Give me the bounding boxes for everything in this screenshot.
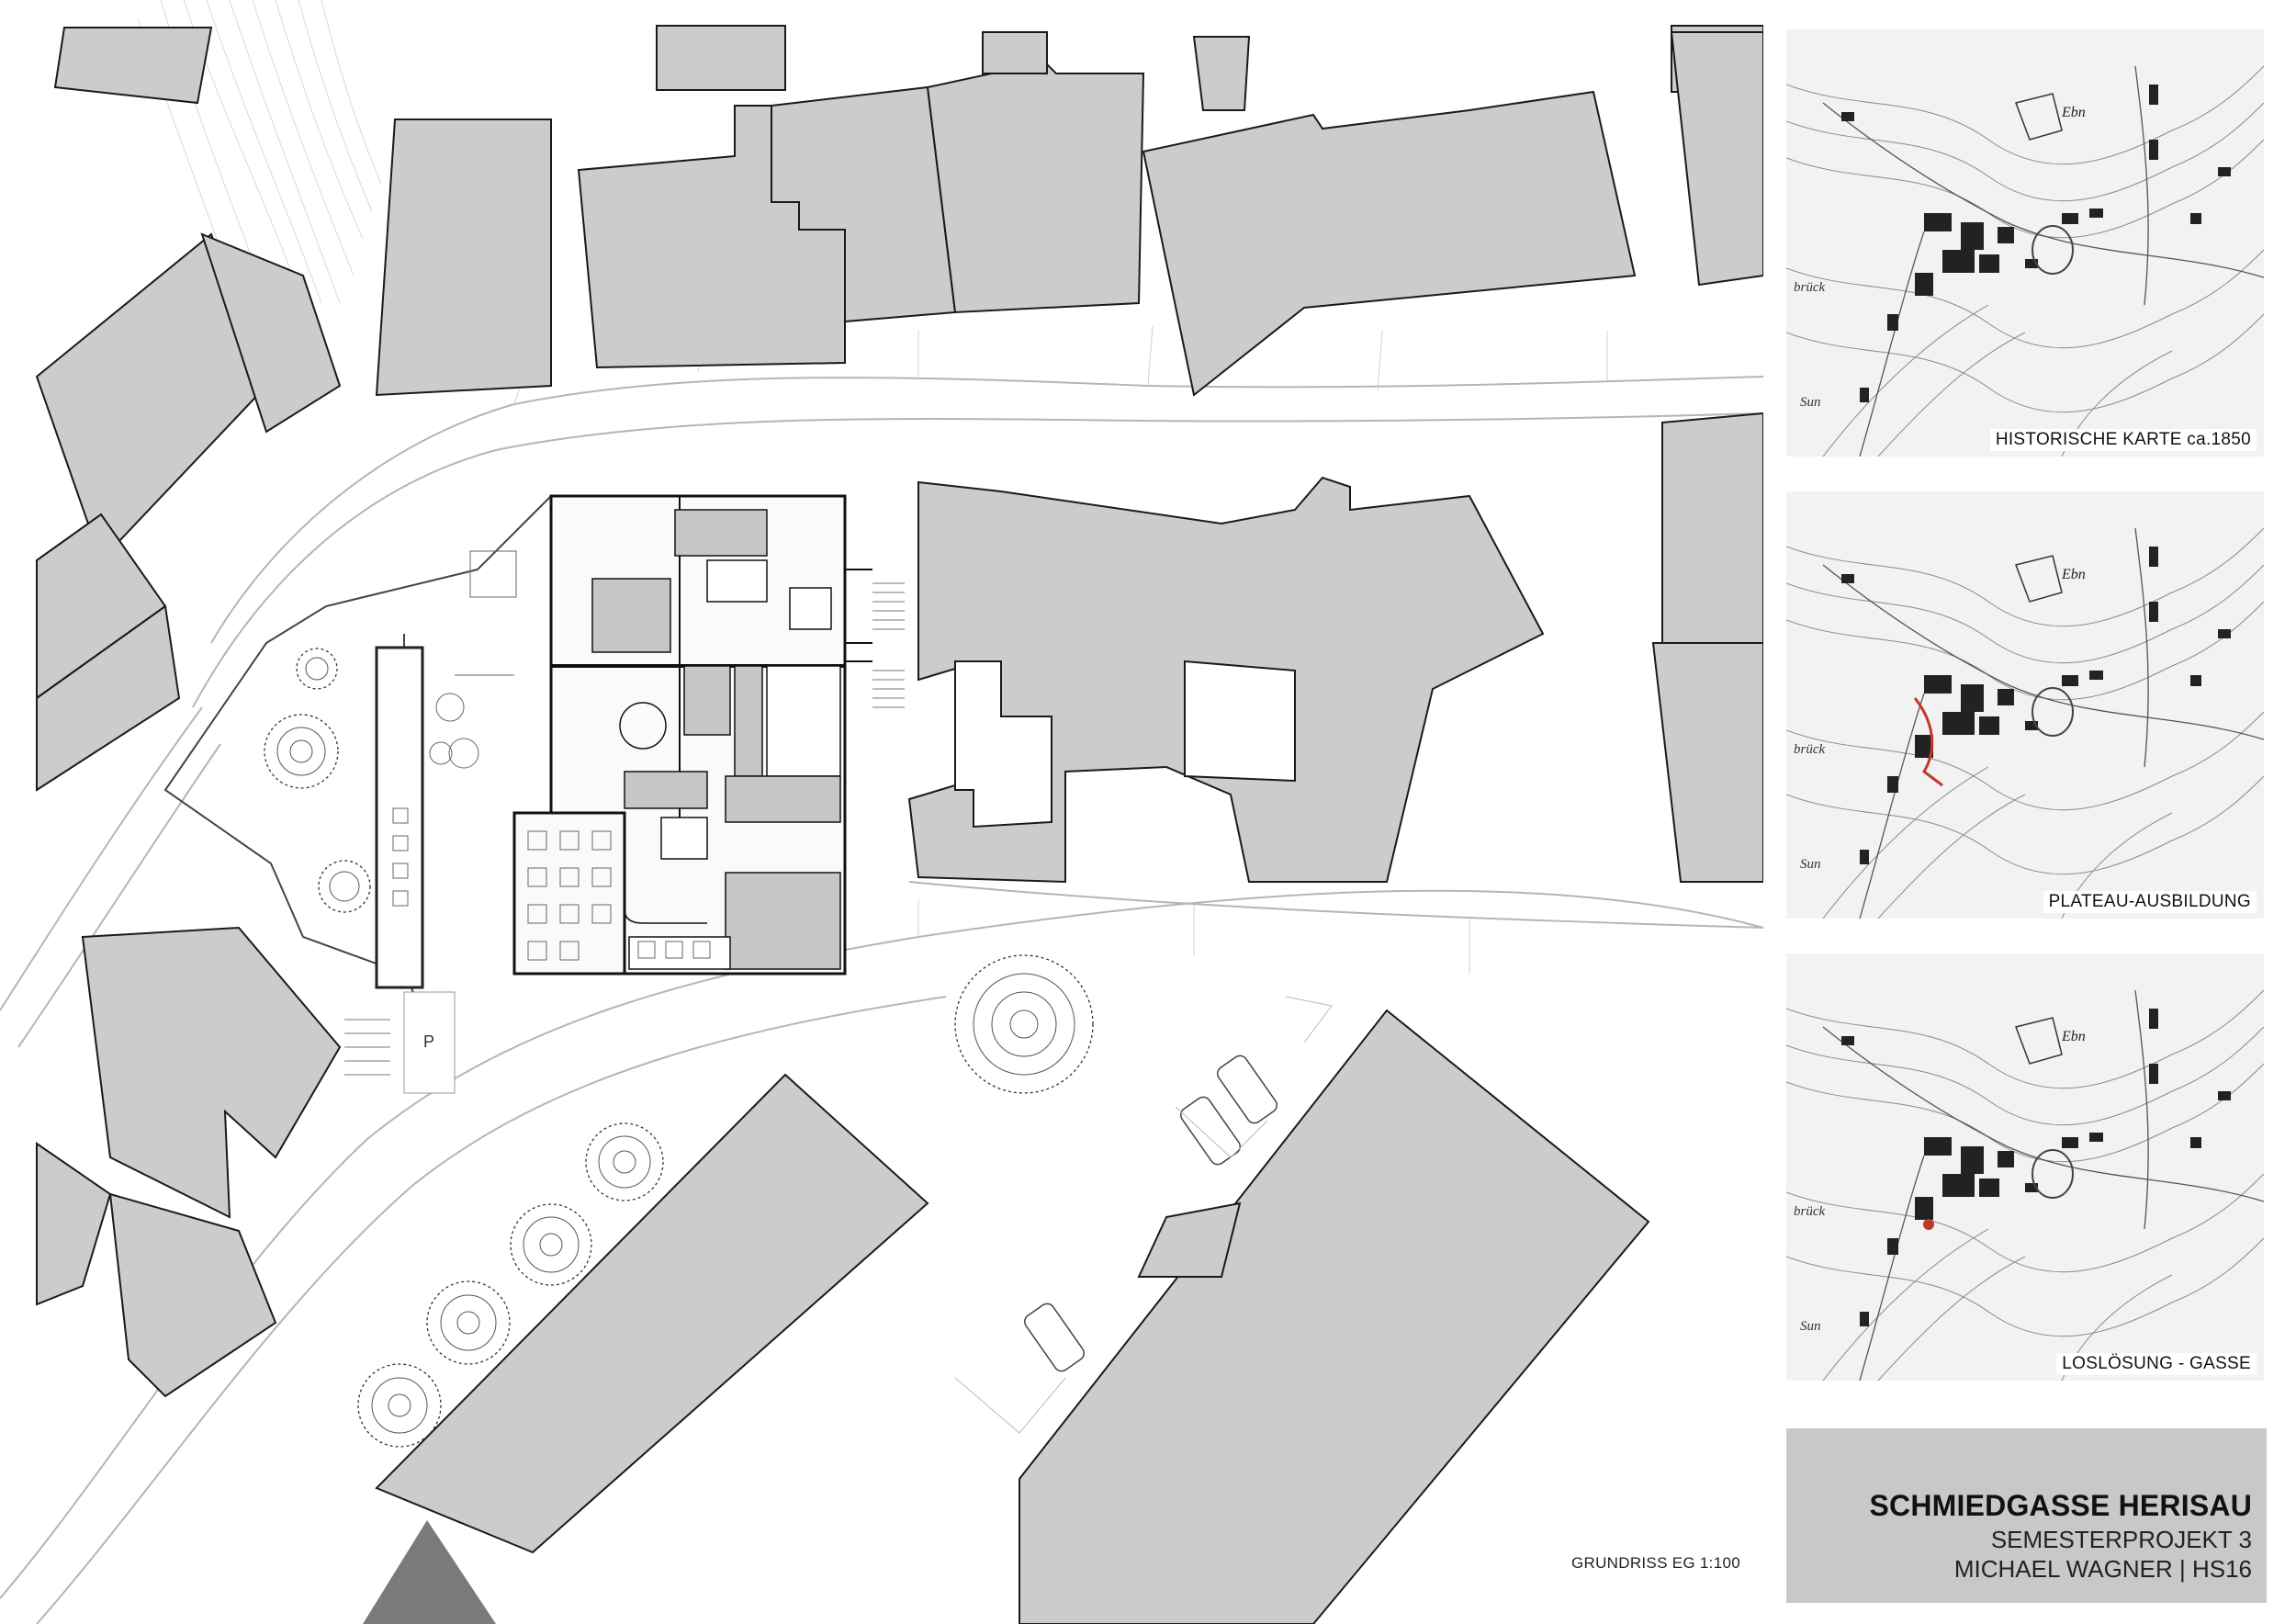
- parking-strip: [403, 991, 456, 1094]
- plan-scale-label: GRUNDRISS EG 1:100: [1571, 1554, 1740, 1572]
- map-label-sun: Sun: [1800, 1319, 1821, 1334]
- historic-map-drawing: Ebn brück Sun: [1786, 65, 2264, 457]
- plateau-map-drawing: Ebn brück Sun: [1786, 527, 2264, 919]
- parking-bays: [954, 996, 1333, 1434]
- project-title: SCHMIEDGASSE HERISAU: [1869, 1489, 2252, 1522]
- map-label-bruck: brück: [1794, 280, 1825, 295]
- map-label-sun: Sun: [1800, 857, 1821, 872]
- trees: [264, 648, 1094, 1448]
- map-label-ebn: Ebn: [2061, 567, 2086, 582]
- tree-texture: [276, 657, 1075, 1434]
- buildings: [35, 25, 1763, 1624]
- map-caption-gasse: LOSLÖSUNG - GASSE: [2056, 1353, 2257, 1375]
- map-panel-gasse: Ebn brück Sun LOSLÖSUNG - GASSE: [1786, 953, 2264, 1381]
- map-caption-plateau: PLATEAU-AUSBILDUNG: [2043, 891, 2257, 913]
- map-caption-historic: HISTORISCHE KARTE ca.1850: [1989, 429, 2257, 451]
- map-panel-historic: Ebn brück Sun HISTORISCHE KARTE ca.1850: [1786, 29, 2264, 457]
- plateau-highlight: [1913, 697, 1943, 787]
- building-holes: [954, 660, 1296, 829]
- map-panel-plateau: Ebn brück Sun PLATEAU-AUSBILDUNG: [1786, 491, 2264, 919]
- gasse-highlight: [1923, 1219, 1934, 1230]
- dark-building-corner: [363, 1520, 496, 1624]
- map-label-bruck: brück: [1794, 1204, 1825, 1219]
- map-label-sun: Sun: [1800, 395, 1821, 410]
- map-label-ebn: Ebn: [2061, 1029, 2086, 1044]
- stairs: [344, 582, 905, 1076]
- map-label-bruck: brück: [1794, 742, 1825, 757]
- map-label-ebn: Ebn: [2061, 105, 2086, 120]
- parking-mark: P: [423, 1032, 434, 1051]
- site-plan: P: [0, 0, 1763, 1624]
- cafe-seating: [392, 550, 711, 961]
- gasse-map-drawing: Ebn brück Sun: [1786, 989, 2264, 1381]
- title-block: SCHMIEDGASSE HERISAU SEMESTERPROJEKT 3 M…: [1786, 1428, 2267, 1603]
- project-subtitle: SEMESTERPROJEKT 3: [1990, 1526, 2252, 1553]
- parked-cars: [1023, 1054, 1278, 1372]
- floor-plan: [512, 494, 872, 976]
- project-author: MICHAEL WAGNER | HS16: [1953, 1555, 2252, 1583]
- long-pergola: [375, 646, 424, 989]
